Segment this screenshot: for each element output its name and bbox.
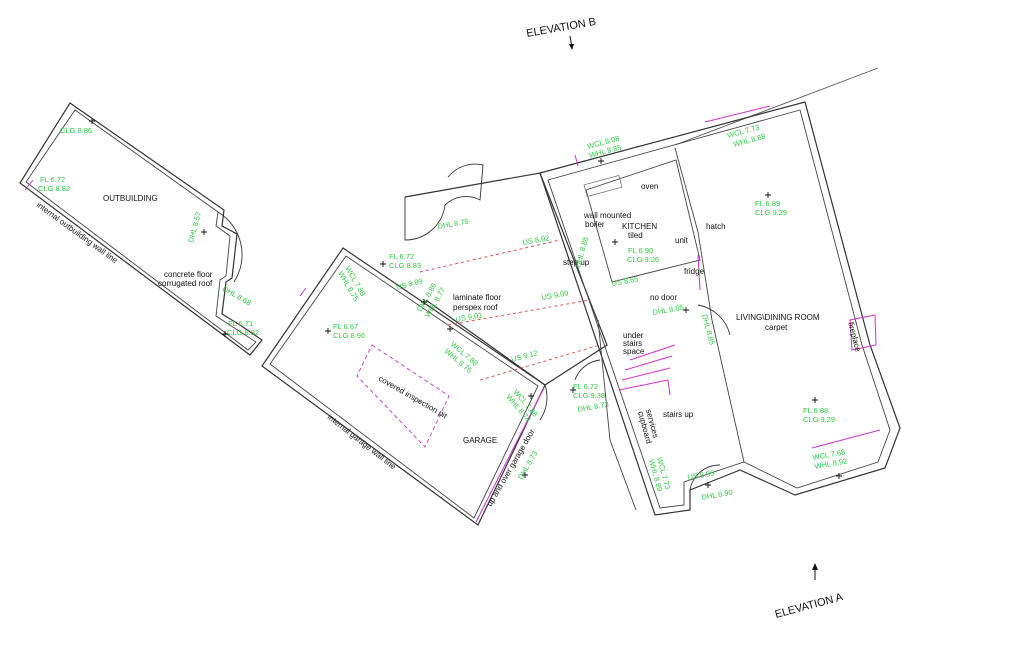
level-clg-882a: CLG 8.82: [38, 184, 70, 193]
level-us-885: US 8.85: [611, 274, 639, 288]
level-us-895: US 8.95: [687, 468, 715, 482]
boundary-line: [674, 67, 879, 146]
level-us-892: US 8.92: [522, 233, 550, 247]
level-us-889: US 8.89: [395, 276, 424, 292]
level-fl-672c: FL 6.72: [573, 382, 598, 391]
under-stairs-label-3: space: [623, 347, 645, 356]
oven-label: oven: [641, 182, 658, 191]
level-fl-688: FL 6.88: [803, 406, 828, 415]
level-us-912: US 9.12: [510, 348, 539, 364]
corrugated-roof-label: corrugated roof: [158, 279, 213, 288]
level-fl-690: FL 6.90: [628, 246, 653, 255]
living-dining-label: LIVING\DINING ROOM: [736, 313, 820, 322]
level-dhl-857: DHL 8.57: [186, 211, 203, 244]
covered-link: [404, 163, 608, 386]
unit-label: unit: [675, 236, 689, 245]
stairs-up-label: stairs up: [663, 410, 694, 419]
garage: [261, 247, 548, 526]
level-clg-886: CLG 8.86: [60, 126, 92, 135]
kitchen-label: KITCHEN: [622, 222, 657, 231]
level-clg-929a: CLG 9.29: [755, 208, 787, 217]
elevation-b-marker: ELEVATION B: [525, 16, 597, 50]
concrete-floor-label: concrete floor: [164, 270, 213, 279]
level-dhl-873b: DHL 8.73: [577, 400, 609, 414]
level-fl-671: FL 6.71: [228, 319, 253, 328]
level-us-900: US 9.00: [541, 288, 569, 302]
internal-outbuilding-label: internal outbuilding wall line: [35, 200, 120, 265]
inspection-pit-outline: [356, 344, 450, 448]
wall-mounted-label: wall mounted: [583, 211, 631, 220]
outbuilding-label: OUTBUILDING: [103, 194, 158, 203]
under-stairs-label-2: stairs: [623, 339, 642, 348]
level-clg-929b: CLG 9.29: [803, 415, 835, 424]
level-fl-689: FL 6.89: [755, 199, 780, 208]
carpet-label: carpet: [765, 323, 788, 332]
outbuilding: [19, 102, 263, 356]
step-up-label: step up: [563, 258, 590, 267]
level-fl-667: FL 6.67: [333, 322, 358, 331]
level-fl-672b: FL 6.72: [389, 252, 414, 261]
garage-label: GARAGE: [463, 436, 497, 445]
main-house: [539, 101, 901, 516]
level-fl-672a: FL 6.72: [40, 175, 65, 184]
hatch-label: hatch: [706, 222, 726, 231]
elevation-b-label: ELEVATION B: [525, 16, 597, 40]
perspex-roof-label: perspex roof: [453, 303, 498, 312]
level-dhl-890: DHL 8.90: [701, 488, 733, 502]
level-dhl-875a: DHL 8.75: [437, 217, 469, 231]
internal-garage-label: internal garage wall line: [326, 412, 398, 471]
survey-crosses: [89, 118, 842, 488]
level-dhl-868: DHL 8.68: [221, 284, 253, 307]
laminate-floor-label: laminate floor: [453, 293, 501, 302]
level-us-901: US 9.01: [455, 310, 483, 324]
tiled-label: tiled: [628, 231, 643, 240]
level-clg-938: CLG 9.38: [573, 391, 605, 400]
level-dhl-885: DHL 8.85: [652, 303, 684, 317]
covered-pit-label: covered inspection pit: [377, 374, 449, 421]
level-clg-896: CLG 8.96: [333, 331, 365, 340]
level-clg-883: CLG 8.83: [389, 261, 421, 270]
elevation-a-marker: ELEVATION A: [774, 563, 845, 621]
level-clg-926: CLG 9.26: [627, 255, 659, 264]
level-clg-882b: CLG 8.82: [227, 328, 259, 337]
elevation-a-label: ELEVATION A: [774, 591, 845, 621]
fridge-label: fridge: [684, 267, 705, 276]
under-stairs-label-1: under: [623, 331, 644, 340]
boiler-label: boiler: [585, 220, 605, 229]
no-door-label: no door: [650, 293, 677, 302]
